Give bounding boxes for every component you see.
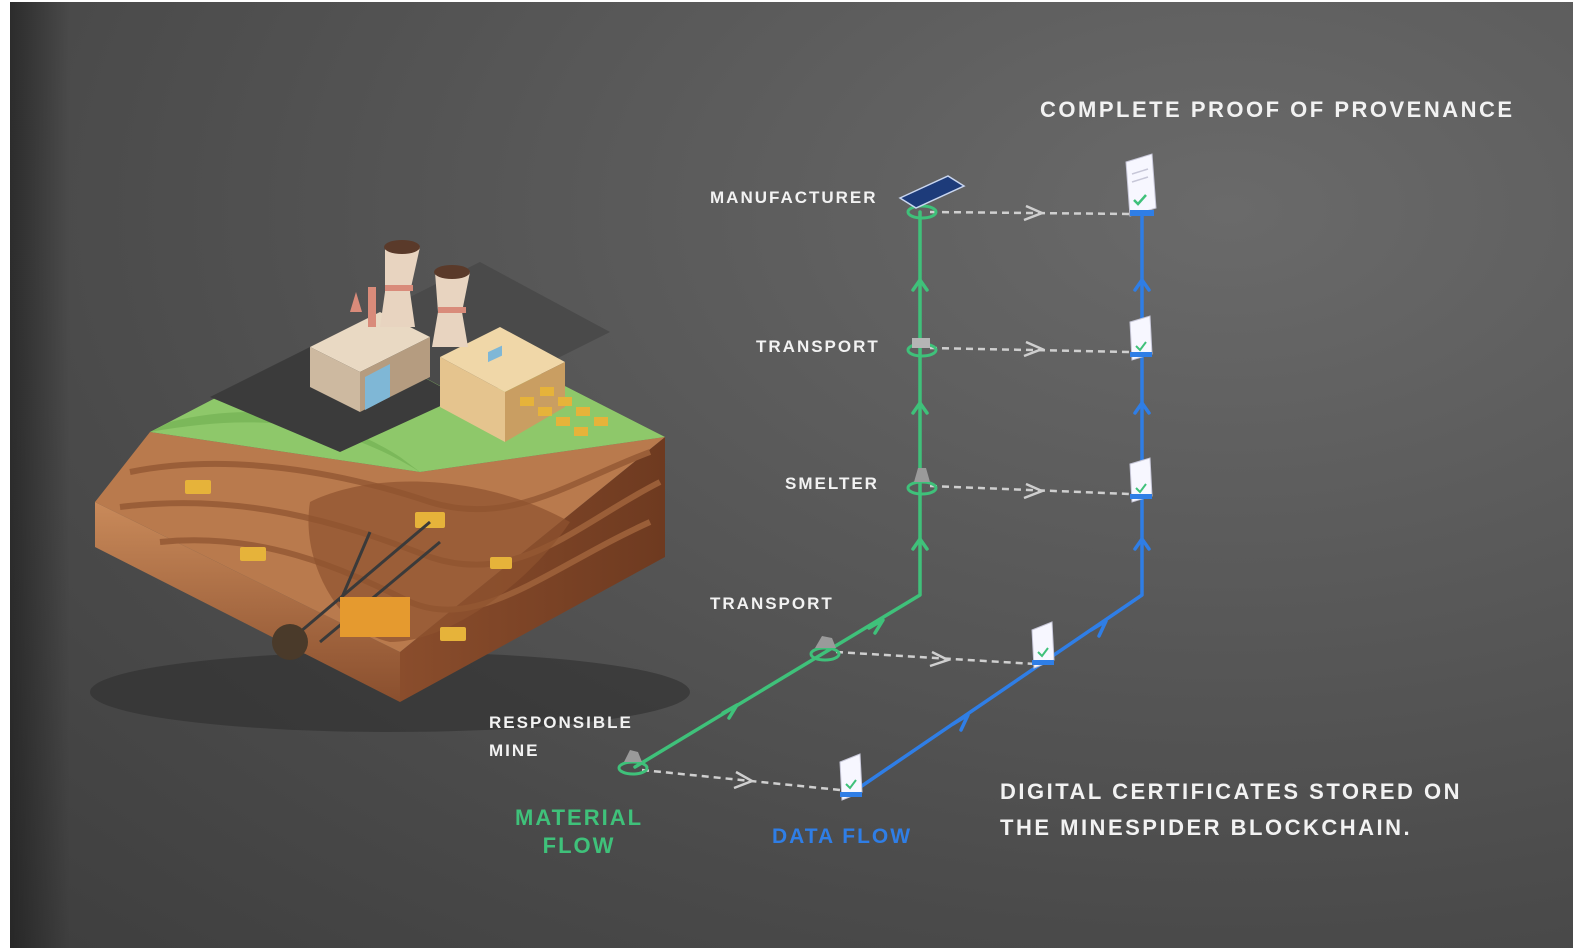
edge-shadow — [10, 2, 70, 948]
certificate-icon — [1129, 315, 1153, 361]
certificate-icon — [1129, 457, 1153, 503]
certificate-icon — [1125, 153, 1157, 217]
link-lines — [641, 210, 1131, 792]
flow-diagram — [90, 153, 1157, 801]
truck-icon — [809, 636, 841, 662]
link-arrowheads — [733, 204, 1046, 790]
card-icon — [898, 175, 966, 220]
label-mine-line2: MINE — [489, 741, 540, 760]
legend-material-flow: MATERIAL FLOW — [515, 804, 643, 860]
label-smelter: SMELTER — [785, 474, 879, 493]
legend-material-line2: FLOW — [542, 833, 616, 858]
diagram-title: COMPLETE PROOF OF PROVENANCE — [1040, 97, 1515, 122]
label-transport-upper: TRANSPORT — [756, 337, 880, 356]
truck-icon — [906, 338, 938, 358]
legend-data-flow: DATA FLOW — [772, 825, 913, 848]
legend-material-line1: MATERIAL — [515, 805, 644, 830]
data-flow-line — [851, 212, 1151, 794]
certificate-icon — [839, 753, 863, 801]
diagram-canvas: COMPLETE PROOF OF PROVENANCE MANUFACTURE… — [10, 2, 1573, 948]
caption-line2: THE MINESPIDER BLOCKCHAIN. — [1000, 815, 1413, 840]
label-mine-line1: RESPONSIBLE — [489, 713, 633, 732]
label-manufacturer: MANUFACTURER — [710, 188, 878, 207]
label-transport-lower: TRANSPORT — [710, 594, 834, 613]
certificate-icon — [1031, 621, 1055, 669]
mine-factory-illustration — [90, 240, 690, 732]
caption-line1: DIGITAL CERTIFICATES STORED ON — [1000, 779, 1463, 804]
smelter-icon — [906, 468, 938, 496]
rock-icon — [617, 750, 649, 776]
